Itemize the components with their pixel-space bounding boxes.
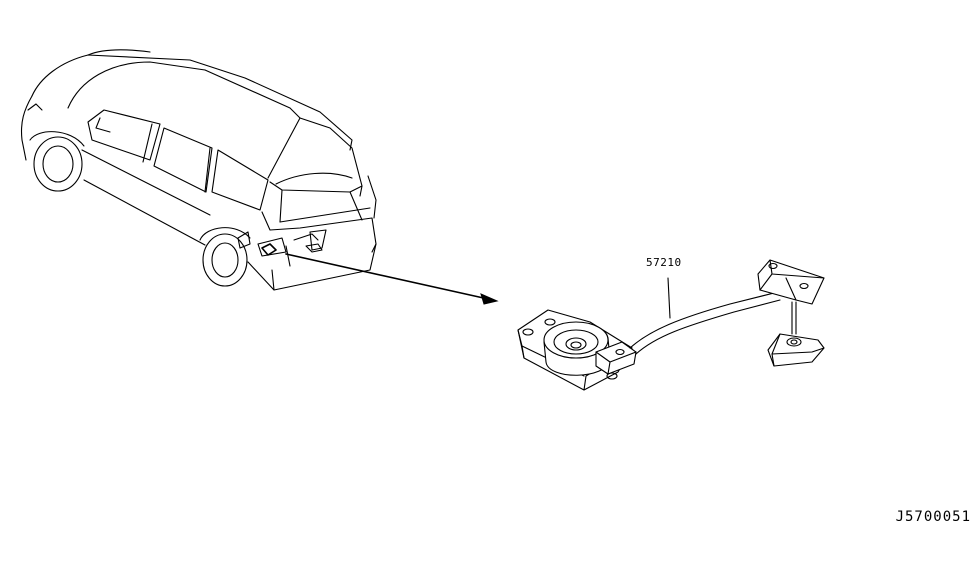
minivan-rear-view-icon	[20, 49, 377, 291]
part-number-label: 57210	[646, 256, 682, 269]
location-arrow	[285, 253, 499, 305]
diagram-code: J5700051	[895, 509, 971, 525]
spare-tire-hoist-icon	[517, 259, 825, 391]
